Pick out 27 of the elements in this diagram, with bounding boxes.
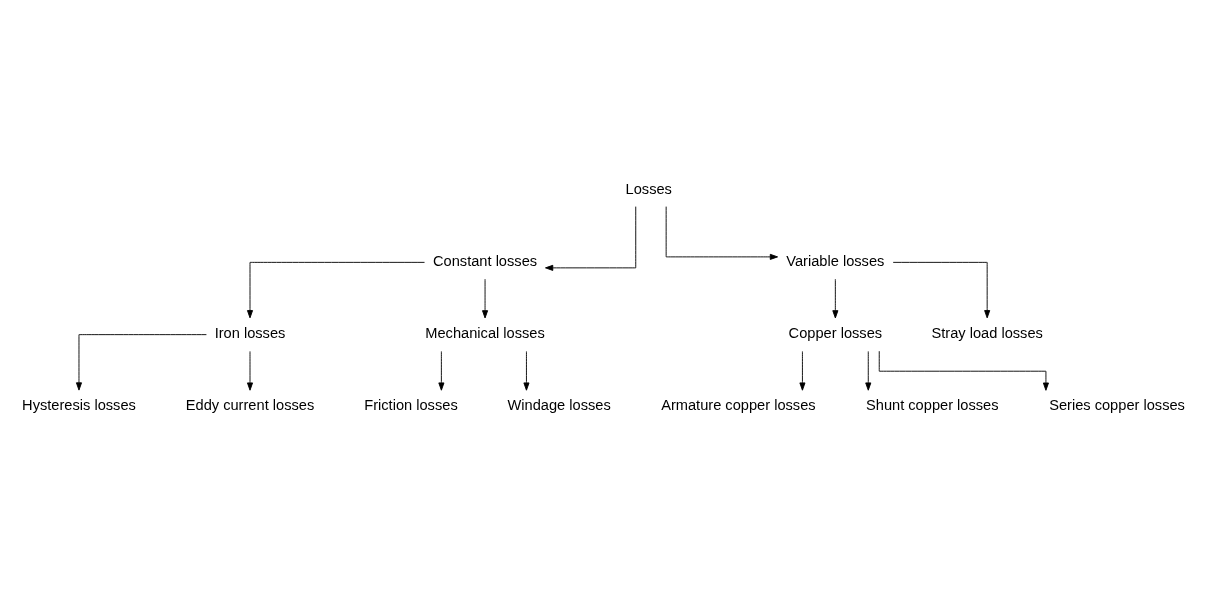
arrow [832,278,839,318]
arrow [545,205,637,271]
arrow [438,350,445,391]
arrow [799,350,806,391]
node-text: Armature copper losses [661,396,816,413]
arrow [75,333,207,391]
node-text: Stray load losses [931,324,1043,341]
node-text: Windage losses [507,396,611,413]
arrow [482,278,489,318]
arrow [247,261,425,318]
node-text: Mechanical losses [425,324,545,341]
node-text: Shunt copper losses [866,396,999,413]
arrow [865,350,872,391]
arrow [247,350,254,391]
node-text: Variable losses [786,252,885,269]
node-text: Friction losses [364,396,458,413]
node-text: Losses [625,180,672,197]
arrow [665,205,779,260]
node-text: Hysteresis losses [22,396,136,413]
node-text: Constant losses [433,252,538,269]
arrow [878,350,1049,391]
node-text: Eddy current losses [185,396,315,413]
node-text: Series copper losses [1049,396,1185,413]
arrow [892,261,991,318]
node-text: Copper losses [788,324,883,341]
node-text: Iron losses [214,324,286,341]
arrow [523,350,530,391]
